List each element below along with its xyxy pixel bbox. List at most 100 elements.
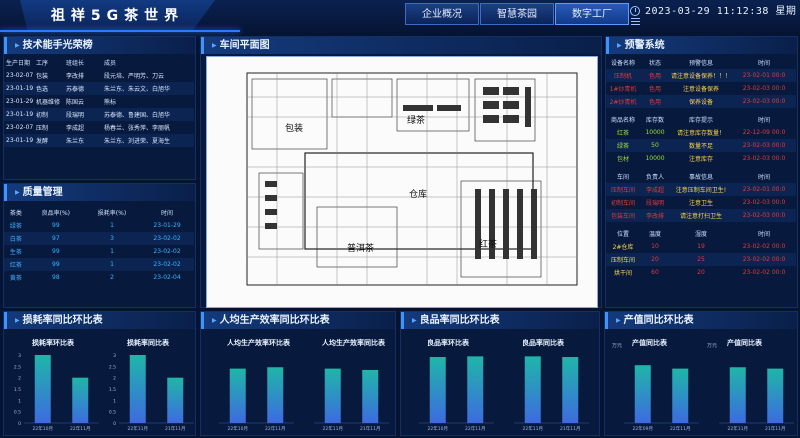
quality-table-row: 生茶 99 1 23-02-02 bbox=[4, 245, 194, 258]
quality-table-cell: 99 bbox=[52, 222, 60, 229]
alarm-device-cell: 压制机 bbox=[606, 69, 640, 82]
quality-col-time: 时间 bbox=[161, 210, 174, 217]
honor-table-cell: 包装 bbox=[36, 73, 49, 80]
menu-icon[interactable] bbox=[631, 18, 640, 25]
floorplan-map[interactable]: 包装 绿茶 仓库 普洱茶 红茶 bbox=[206, 56, 598, 308]
alarm-staff-cell: 段瑞明 bbox=[645, 200, 664, 207]
clock-icon bbox=[630, 6, 640, 16]
honor-table-cell: 23-01-29 bbox=[6, 98, 34, 105]
nav-smart-tea-garden[interactable]: 智慧茶园 bbox=[480, 3, 554, 25]
alarm-stock-cell: 请注意库存数量！ bbox=[676, 130, 725, 137]
alarm-stock-col: 库存数 bbox=[645, 117, 664, 124]
honor-panel: 技术能手光荣榜 生产日期 工序 班组长 成员 23-02-07包装李改排段元培、… bbox=[3, 36, 196, 180]
top-bar: 祖祥5G茶世界 企业概况 智慧茶园 数字工厂 2023-03-29 11:12:… bbox=[0, 0, 800, 34]
quality-table-cell: 1 bbox=[110, 248, 114, 255]
alarm-stock-cell: 50 bbox=[640, 139, 670, 152]
alarm-stock-cell: 10000 bbox=[645, 129, 665, 136]
alarm-device-col: 预警信息 bbox=[688, 60, 713, 67]
alarm-device-cell: 23-02-03 00:0 bbox=[732, 95, 796, 108]
alarm-device-cell: 色用 bbox=[640, 95, 670, 108]
quality-table-cell: 3 bbox=[83, 232, 141, 245]
alarm-env-col: 位置 bbox=[616, 231, 629, 238]
alarm-stock-header: 商品名称库存数库存提示时间 bbox=[606, 113, 796, 126]
quality-table-cell: 97 bbox=[27, 232, 84, 245]
alarm-device-cell: 色用 bbox=[640, 69, 670, 82]
good-rate-panel: 良品率同比环比表 bbox=[400, 311, 600, 436]
honor-col-date: 生产日期 bbox=[6, 60, 31, 67]
quality-table-cell: 黄茶 bbox=[9, 275, 22, 282]
alarm-staff-cell: 李改排 bbox=[640, 209, 670, 222]
honor-table-cell: 朱兰东 bbox=[64, 134, 102, 147]
honor-table-cell: 朱兰东、刘进荣、夏海生 bbox=[102, 134, 194, 147]
alarm-device-row: 压制机色用请注意设备保养！！！23-02-01 00:0 bbox=[606, 69, 796, 82]
alarm-table: 设备名称状态预警信息时间压制机色用请注意设备保养！！！23-02-01 00:0… bbox=[606, 56, 796, 279]
nav-company-overview[interactable]: 企业概况 bbox=[405, 3, 479, 25]
honor-table-cell: 23-02-07 bbox=[6, 72, 34, 79]
alarm-staff-row: 压制车间李成超注意压制车间卫生!23-02-01 00:0 bbox=[606, 183, 796, 196]
alarm-stock-cell: 10000 bbox=[645, 155, 665, 162]
honor-table-cell: 23-01-19 bbox=[4, 82, 34, 95]
honor-table-cell: 熊标 bbox=[104, 99, 117, 106]
alarm-env-cell: 19 bbox=[697, 243, 705, 250]
alarm-staff-cell: 压制车间 bbox=[606, 183, 640, 196]
alarm-device-cell: 请注意设备保养！！！ bbox=[670, 69, 732, 82]
alarm-device-cell: 23-02-01 00:0 bbox=[732, 69, 796, 82]
alarm-staff-col: 车间 bbox=[616, 174, 629, 181]
honor-table-cell: 初制 bbox=[34, 108, 64, 121]
quality-table-cell: 99 bbox=[52, 248, 60, 255]
quality-table-cell: 23-02-04 bbox=[153, 274, 181, 281]
title-underline bbox=[0, 30, 240, 32]
quality-col-good: 良品率(%) bbox=[41, 210, 71, 217]
quality-col-tea: 茶类 bbox=[9, 210, 22, 217]
quality-table-cell: 生茶 bbox=[9, 249, 22, 256]
honor-table-cell: 23-02-07 bbox=[6, 124, 34, 131]
quality-table-cell: 23-02-02 bbox=[153, 248, 181, 255]
honor-table-cell: 李改排 bbox=[66, 73, 85, 80]
honor-table-cell: 段元培、严明芳、刀云 bbox=[104, 73, 165, 80]
alarm-stock-cell: 23-02-03 00:0 bbox=[742, 155, 786, 162]
honor-table-cell: 23-01-19 bbox=[4, 108, 34, 121]
quality-table-cell: 红茶 bbox=[4, 258, 28, 271]
alarm-device-cell: 1#炒青机 bbox=[609, 86, 637, 93]
quality-table-cell: 23-02-02 bbox=[140, 232, 194, 245]
honor-table-cell: 杨春兰、张秀萍、李丽帆 bbox=[104, 125, 171, 132]
quality-table-cell: 1 bbox=[110, 222, 114, 229]
honor-table-cell: 机器维修 bbox=[36, 99, 61, 106]
honor-table-cell: 色选 bbox=[34, 82, 64, 95]
alarm-stock-cell: 绿茶 bbox=[606, 139, 640, 152]
honor-table-cell: 苏泰德 bbox=[64, 82, 102, 95]
quality-table-cell: 23-02-02 bbox=[140, 258, 194, 271]
loss-rate-panel: 损耗率同比环比表 bbox=[3, 311, 196, 436]
map-label-puer: 普洱茶 bbox=[347, 242, 374, 254]
alarm-device-cell: 保养设备 bbox=[670, 95, 732, 108]
alarm-env-cell: 烘干间 bbox=[613, 270, 632, 277]
honor-table-cell: 李成超 bbox=[66, 125, 85, 132]
output-panel-title: 产值同比环比表 bbox=[605, 312, 797, 329]
honor-table-cell: 压制 bbox=[36, 125, 49, 132]
alarm-staff-cell: 23-02-01 00:0 bbox=[732, 183, 796, 196]
efficiency-panel-title: 人均生产效率同比环比表 bbox=[201, 312, 395, 329]
alarm-device-cell: 23-02-03 00:0 bbox=[742, 85, 786, 92]
quality-title: 质量管理 bbox=[4, 184, 195, 201]
quality-panel: 质量管理 茶类 良品率(%) 损耗率(%) 时间 绿茶99123-01-29白茶… bbox=[3, 183, 196, 308]
alarm-device-cell: 色用 bbox=[648, 86, 661, 93]
nav-digital-factory[interactable]: 数字工厂 bbox=[555, 3, 629, 25]
app-title: 祖祥5G茶世界 bbox=[20, 0, 215, 32]
good-rate-panel-title: 良品率同比环比表 bbox=[401, 312, 599, 329]
honor-table-cell: 23-01-19 bbox=[4, 134, 34, 147]
alarm-staff-cell: 注意压制车间卫生! bbox=[670, 183, 732, 196]
alarm-env-col: 湿度 bbox=[694, 231, 707, 238]
alarm-staff-cell: 23-02-03 00:0 bbox=[742, 199, 786, 206]
